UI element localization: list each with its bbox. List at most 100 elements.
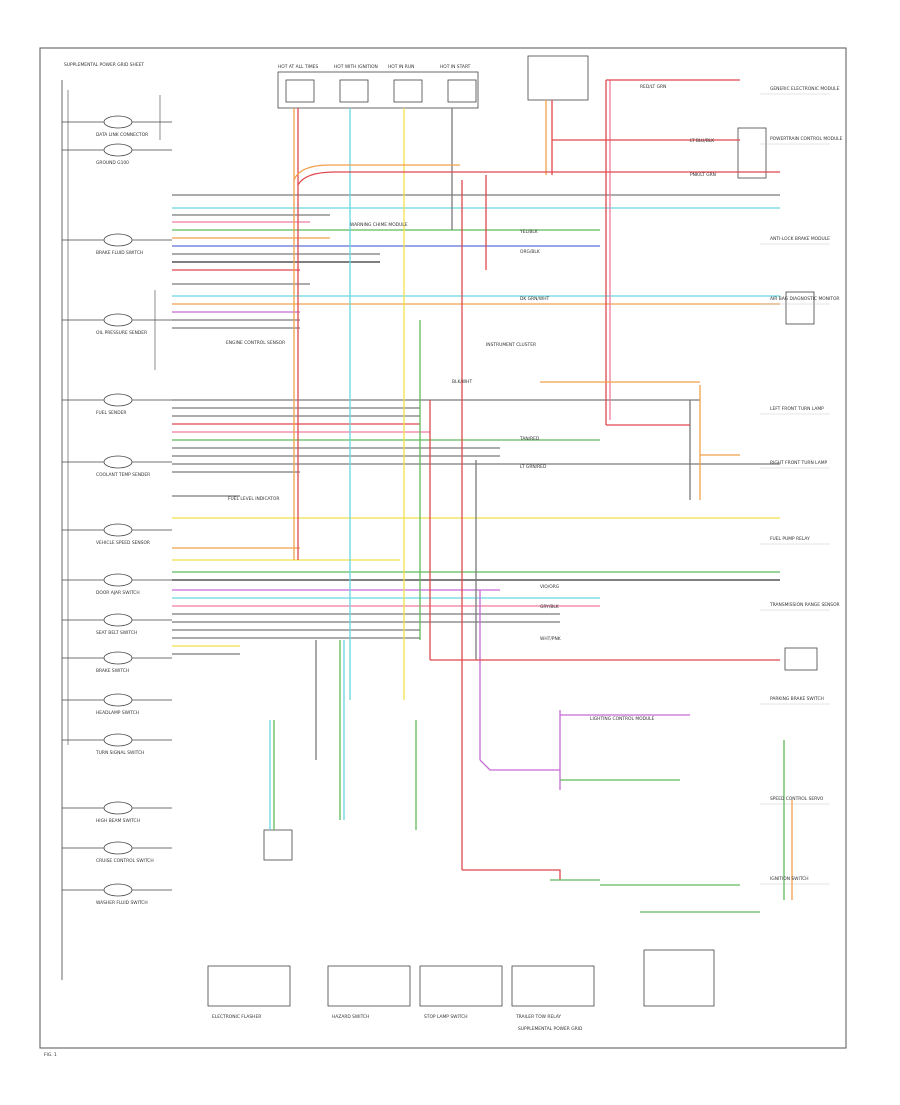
component-symbol — [103, 841, 133, 855]
right-component-label: GENERIC ELECTRONIC MODULE — [770, 86, 840, 92]
diagram-frame — [39, 47, 847, 1049]
footer-code: FIG. 1 — [44, 1052, 57, 1058]
left-component: OIL PRESSURE SENDER — [62, 313, 172, 336]
fuse-label-1: HOT AT ALL TIMES — [278, 64, 318, 70]
fuse-block: HOT AT ALL TIMES HOT WITH IGNITION HOT I… — [277, 64, 479, 109]
left-component-label: HIGH BEAM SWITCH — [96, 818, 140, 824]
bottom-component: TRAILER TOW RELAY — [511, 965, 595, 1020]
component-symbol — [103, 801, 133, 815]
wire-tag: RED/LT GRN — [640, 84, 666, 90]
right-component: FUEL PUMP RELAY — [760, 536, 830, 545]
left-component: GROUND G100 — [62, 143, 172, 166]
wire-tag: BLK/WHT — [452, 379, 472, 385]
left-component-label: BRAKE SWITCH — [96, 668, 129, 674]
right-component-label: RIGHT FRONT TURN LAMP — [770, 460, 827, 466]
center-label: WARNING CHIME MODULE — [350, 222, 408, 228]
bottom-component-label: STOP LAMP SWITCH — [424, 1014, 468, 1020]
left-component: SEAT BELT SWITCH — [62, 613, 172, 636]
component-symbol — [103, 393, 133, 407]
wire-tag: LT GRN/RED — [520, 464, 547, 470]
left-component: CRUISE CONTROL SWITCH — [62, 841, 172, 864]
right-component-label: IGNITION SWITCH — [770, 876, 809, 882]
right-component: POWERTRAIN CONTROL MODULE — [760, 136, 843, 145]
left-component-label: BRAKE FLUID SWITCH — [96, 250, 143, 256]
component-symbol — [103, 313, 133, 327]
bottom-component: STOP LAMP SWITCH — [419, 965, 503, 1020]
bottom-component-box — [511, 965, 595, 1007]
wire-tag: ORG/BLK — [520, 249, 540, 255]
right-components: GENERIC ELECTRONIC MODULE POWERTRAIN CONT… — [760, 86, 843, 885]
header-label: SUPPLEMENTAL POWER GRID SHEET — [64, 62, 144, 68]
left-component-label: CRUISE CONTROL SWITCH — [96, 858, 154, 864]
right-component: RIGHT FRONT TURN LAMP — [760, 460, 830, 469]
bottom-component-label: SUPPLEMENTAL POWER GRID — [518, 1026, 583, 1032]
right-component-label: ANTI-LOCK BRAKE MODULE — [770, 236, 830, 242]
left-component: TURN SIGNAL SWITCH — [62, 733, 172, 756]
left-component-label: GROUND G100 — [96, 160, 129, 166]
fuse-label-2: HOT WITH IGNITION — [334, 64, 378, 70]
left-component-label: HEADLAMP SWITCH — [96, 710, 139, 716]
bottom-component-label: TRAILER TOW RELAY — [515, 1014, 561, 1020]
right-component-label: PARKING BRAKE SWITCH — [770, 696, 824, 702]
bottom-component: SUPPLEMENTAL POWER GRID — [518, 1026, 583, 1032]
right-component-label: FUEL PUMP RELAY — [770, 536, 810, 542]
component-symbol — [103, 733, 133, 747]
right-component-label: TRANSMISSION RANGE SENSOR — [769, 602, 840, 608]
relay-box — [263, 55, 818, 861]
component-symbol — [103, 115, 133, 129]
right-component: GENERIC ELECTRONIC MODULE — [760, 86, 840, 95]
right-component-label: SPEED CONTROL SERVO — [770, 796, 824, 802]
left-component-label: TURN SIGNAL SWITCH — [95, 750, 144, 756]
left-component: HIGH BEAM SWITCH — [62, 801, 172, 824]
right-component: TRANSMISSION RANGE SENSOR — [760, 602, 840, 611]
left-component-label: DOOR AJAR SWITCH — [96, 590, 140, 596]
bottom-component-label: HAZARD SWITCH — [332, 1014, 369, 1020]
right-component: ANTI-LOCK BRAKE MODULE — [760, 236, 830, 245]
left-component: WASHER FLUID SWITCH — [62, 883, 172, 906]
wire-tag: TAN/RED — [519, 436, 540, 442]
left-component: DATA LINK CONNECTOR — [62, 115, 172, 138]
wire-path — [479, 759, 560, 771]
component-symbol — [103, 573, 133, 587]
right-component: AIR BAG DIAGNOSTIC MONITOR — [760, 296, 839, 305]
wire-path — [462, 869, 561, 880]
component-symbol — [103, 693, 133, 707]
wire-path — [297, 171, 780, 186]
left-component-label: FUEL SENDER — [96, 410, 126, 416]
bottom-component-box — [327, 965, 411, 1007]
left-component: HEADLAMP SWITCH — [62, 693, 172, 716]
fuse-label-3: HOT IN RUN — [388, 64, 414, 70]
left-component-label: SEAT BELT SWITCH — [96, 630, 137, 636]
wire-harness — [172, 79, 793, 913]
bottom-component: HAZARD SWITCH — [327, 965, 411, 1020]
wire-tag: DK GRN/WHT — [520, 296, 550, 302]
left-component-label: DATA LINK CONNECTOR — [96, 132, 148, 138]
wire-tag: PNK/LT GRN — [690, 172, 716, 178]
wire-tag: WHT/PNK — [540, 636, 561, 642]
right-component-label: LEFT FRONT TURN LAMP — [770, 406, 824, 412]
wire-tag: LT BLU/BLK — [690, 138, 714, 144]
left-component: FUEL SENDER — [62, 393, 172, 416]
right-component: PARKING BRAKE SWITCH — [760, 696, 830, 705]
wire-path — [293, 164, 460, 181]
switch-box — [643, 949, 715, 1007]
left-component: DOOR AJAR SWITCH — [62, 573, 172, 596]
component-symbol — [103, 455, 133, 469]
component-symbol — [103, 233, 133, 247]
left-component-label: OIL PRESSURE SENDER — [96, 330, 147, 336]
center-label: ENGINE CONTROL SENSOR — [226, 340, 285, 346]
center-label: INSTRUMENT CLUSTER — [486, 342, 536, 348]
center-label: FUEL LEVEL INDICATOR — [228, 496, 279, 502]
left-component-label: WASHER FLUID SWITCH — [96, 900, 148, 906]
wire-tag: VIO/ORG — [540, 584, 560, 590]
component-symbol — [103, 651, 133, 665]
component-symbol — [103, 523, 133, 537]
fuse-label-4: HOT IN START — [440, 64, 471, 70]
component-symbol — [103, 613, 133, 627]
